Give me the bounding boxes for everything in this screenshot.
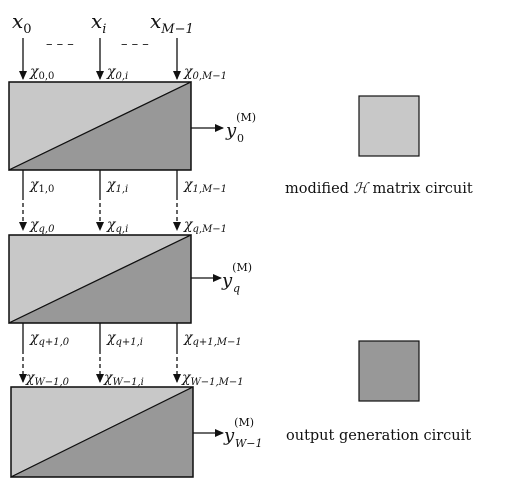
input-dashes-right: – – – <box>121 37 149 52</box>
chi-label: χW−1,0 <box>25 370 70 388</box>
chi-label: χq,i <box>106 217 128 235</box>
stageq-block <box>8 234 192 324</box>
chi-label: χq+1,M−1 <box>183 330 242 348</box>
chi-label: χq,0 <box>29 217 55 235</box>
input-dashes-left: – – – <box>46 37 74 52</box>
legend-h-matrix-swatch <box>358 95 420 157</box>
chi-label: χW−1,i <box>103 370 144 388</box>
legend-output-label: output generation circuit <box>286 428 471 444</box>
stage0-to-stageq-connectors <box>19 170 181 231</box>
chi-label: χ0,0 <box>29 64 54 82</box>
chi-label: χq+1,i <box>106 330 143 348</box>
chi-label: χq,M−1 <box>183 217 227 235</box>
stageW-border <box>10 386 194 478</box>
input-label-xM-1: xM−1 <box>150 9 194 37</box>
input-label-xi: xi <box>91 9 106 37</box>
chi-label: χ0,M−1 <box>183 64 227 82</box>
chi-label: χ1,M−1 <box>183 177 227 195</box>
input-labels: x0 – – – xi – – – xM−1 <box>12 9 194 52</box>
legend-h-matrix-label: modified ℋ matrix circuit <box>285 181 473 197</box>
stageW-block <box>10 386 194 478</box>
stageq-top-labels: χq,0 χq,i χq,M−1 <box>29 217 227 235</box>
stageW-top-labels: χW−1,0 χW−1,i χW−1,M−1 <box>25 370 244 388</box>
stage0-bottom-labels: χ1,0 χ1,i χ1,M−1 <box>29 177 227 195</box>
stageq-to-stageW-connectors <box>19 323 181 383</box>
legend: modified ℋ matrix circuit output generat… <box>285 95 473 444</box>
stageq-bottom-labels: χq+1,0 χq+1,i χq+1,M−1 <box>29 330 242 348</box>
stage0-output-label: y(M)0 <box>225 111 256 145</box>
stage0-top-labels: χ0,0 χ0,i χ0,M−1 <box>29 64 227 82</box>
chi-label: χ0,i <box>106 64 128 82</box>
stageq-output-label: y(M)q <box>221 261 252 295</box>
input-arrows <box>19 38 181 80</box>
chi-label: χ1,0 <box>29 177 54 195</box>
stage0-block <box>8 81 192 171</box>
chi-label: χq+1,0 <box>29 330 70 348</box>
stageW-output-label: y(M)W−1 <box>223 416 263 450</box>
legend-output-swatch <box>358 340 420 402</box>
input-label-x0: x0 <box>12 9 32 37</box>
chi-label: χW−1,M−1 <box>181 370 244 388</box>
chi-label: χ1,i <box>106 177 128 195</box>
